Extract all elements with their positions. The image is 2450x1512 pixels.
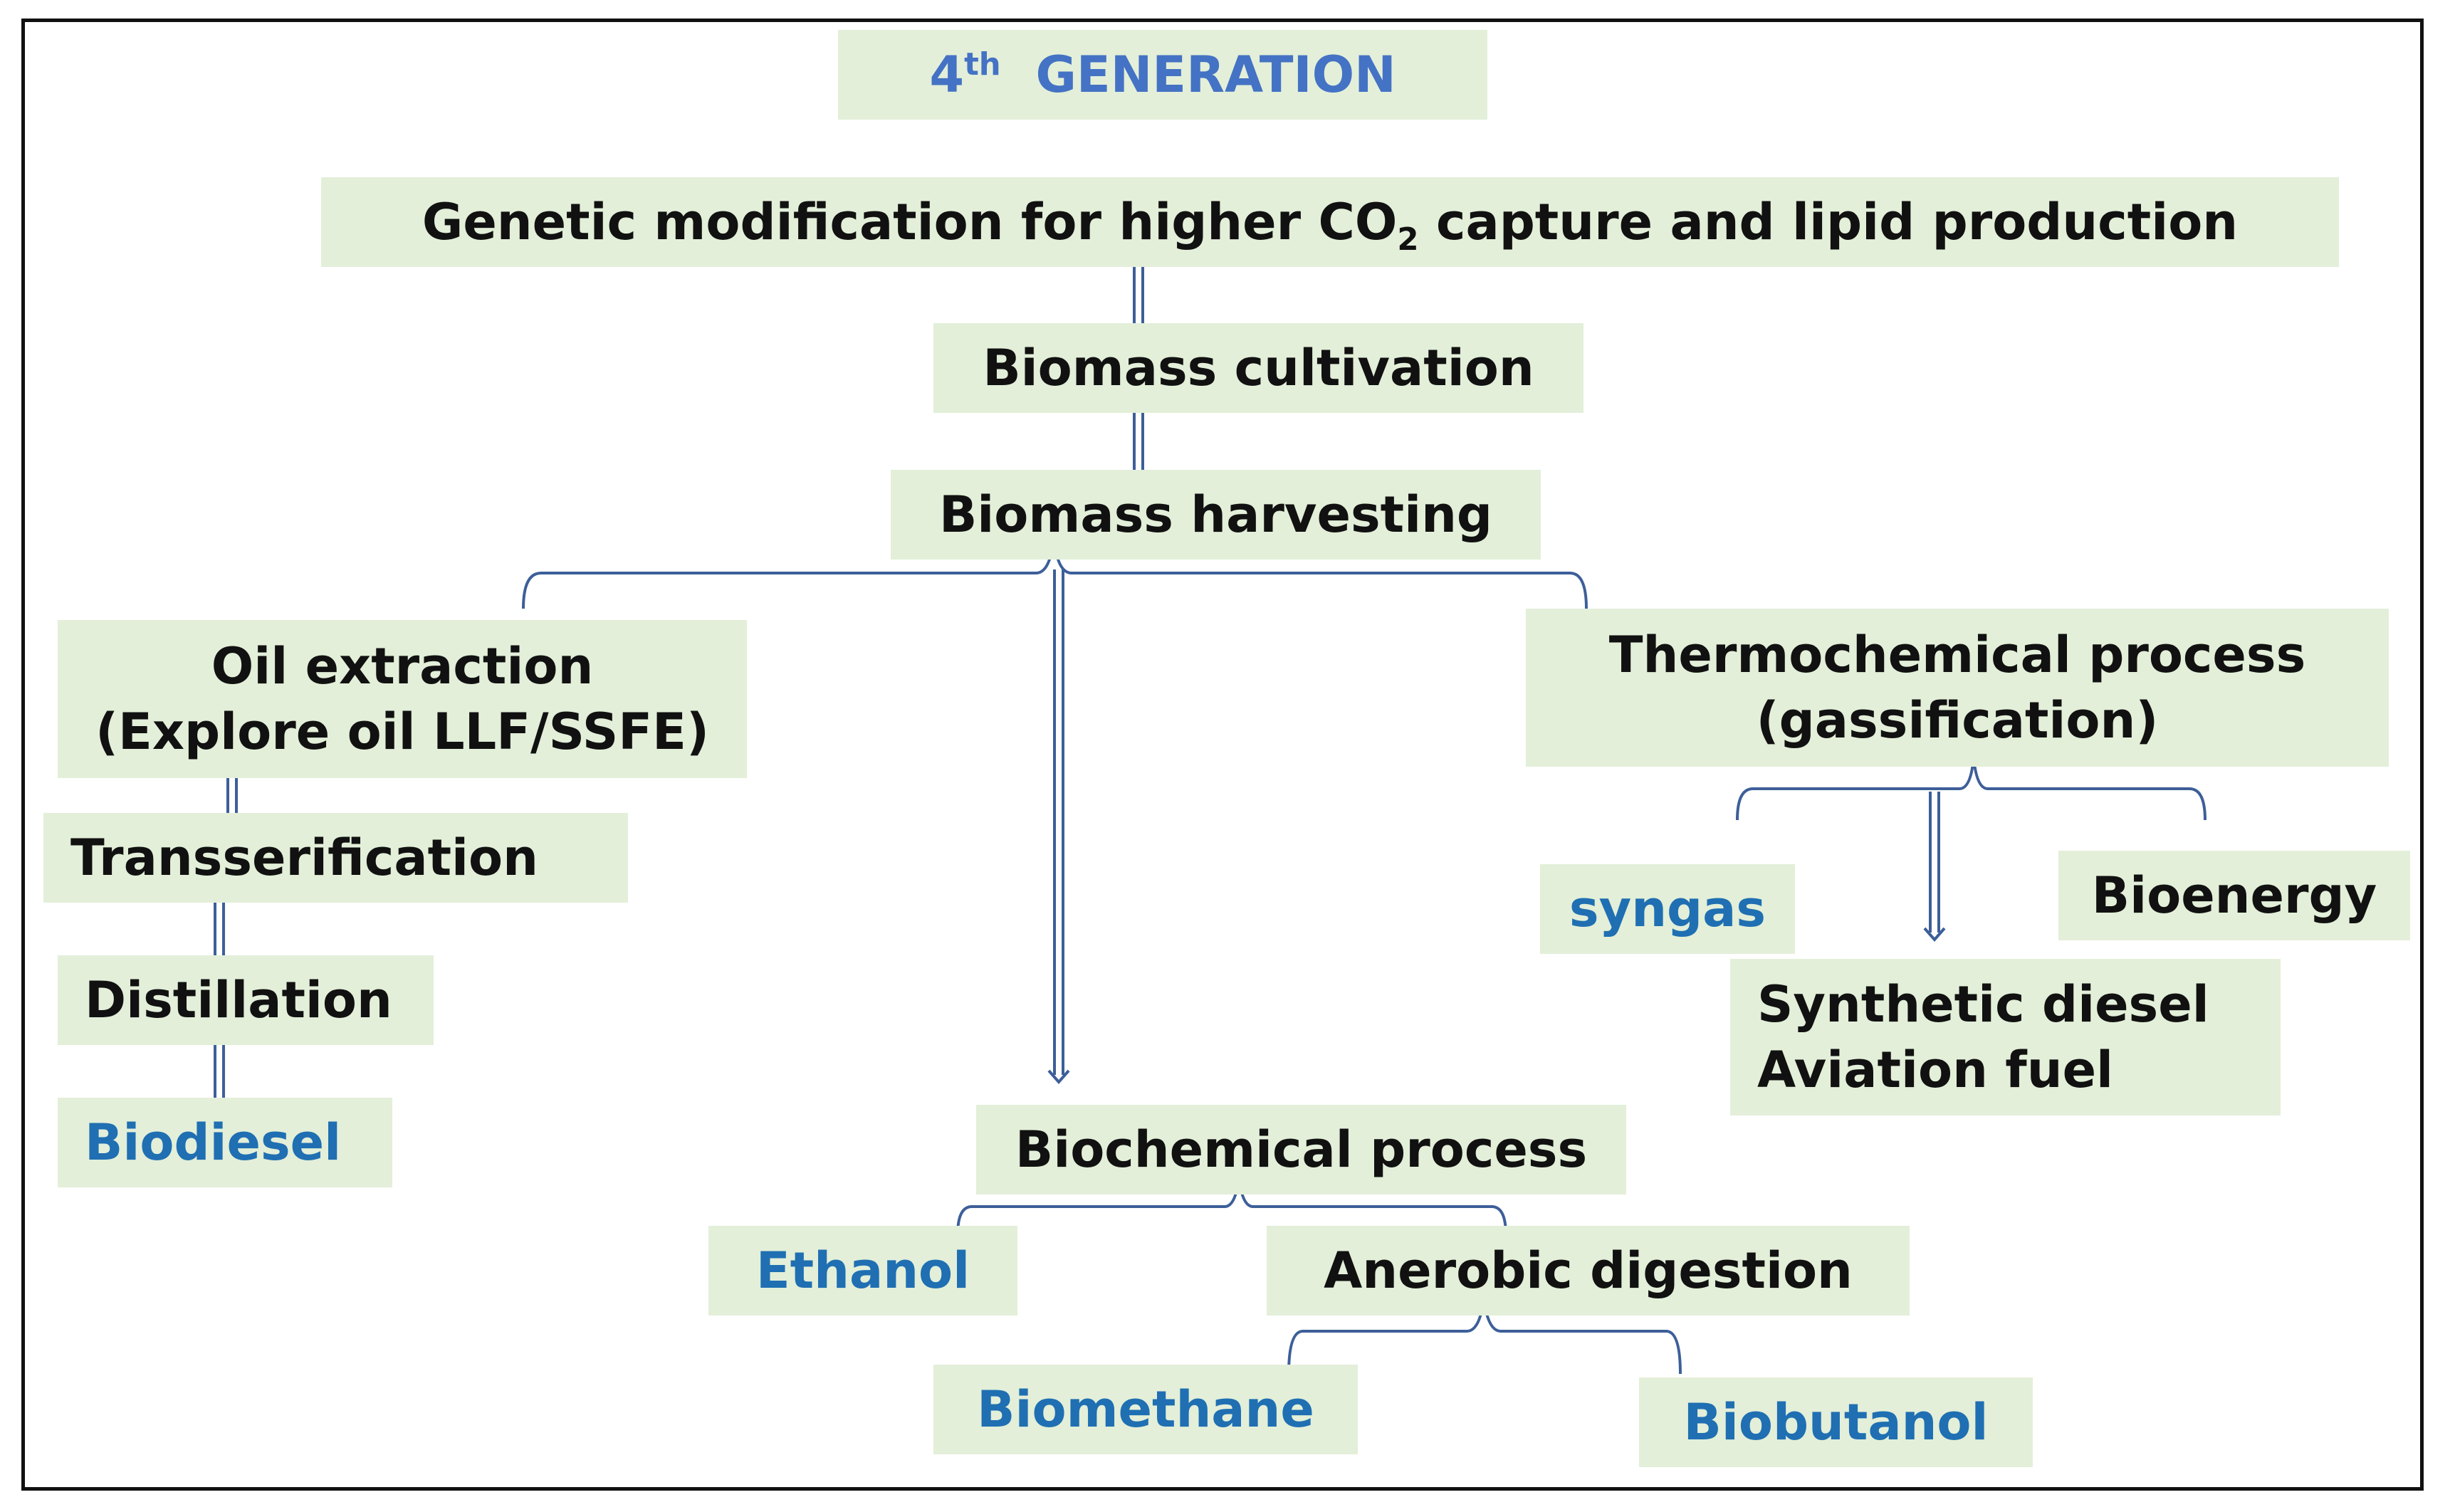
syngas-label: syngas — [1569, 879, 1766, 938]
biomass-cultivation-box: Biomass cultivation — [933, 323, 1583, 413]
biobutanol-label: Biobutanol — [1683, 1392, 1989, 1451]
title-number: 4 — [929, 45, 965, 104]
genetic-text-end: capture and lipid production — [1418, 192, 2239, 251]
distillation-box: Distillation — [58, 955, 434, 1045]
distillation-label: Distillation — [85, 970, 392, 1029]
genetic-modification-box: Genetic modification for higher CO2 capt… — [321, 177, 2339, 267]
genetic-modification-label: Genetic modification for higher CO2 capt… — [422, 189, 2239, 258]
bioenergy-label: Bioenergy — [2091, 866, 2377, 925]
thermochemical-label: Thermochemical process — [1608, 625, 2306, 684]
title-box: 4th GENERATION — [838, 30, 1487, 120]
anaerobic-digestion-label: Anerobic digestion — [1324, 1241, 1853, 1300]
title-text: GENERATION — [1035, 45, 1396, 104]
arrow-harvesting-to-biochemical — [1047, 569, 1070, 1085]
biochemical-process-label: Biochemical process — [1015, 1120, 1588, 1179]
title-superscript: th — [964, 46, 1001, 83]
generation-title: 4th GENERATION — [929, 42, 1396, 107]
thermochemical-box: Thermochemical process (gassification) — [1526, 609, 2389, 767]
biodiesel-label: Biodiesel — [85, 1113, 342, 1172]
biomethane-label: Biomethane — [977, 1380, 1314, 1439]
anaerobic-digestion-box: Anerobic digestion — [1267, 1226, 1910, 1316]
biodiesel-box: Biodiesel — [58, 1098, 392, 1187]
oil-extraction-box: Oil extraction (Explore oil LLF/SSFE) — [58, 620, 747, 778]
gassification-label: (gassification) — [1756, 691, 2159, 750]
ethanol-box: Ethanol — [708, 1226, 1017, 1316]
diagram-frame — [21, 19, 2424, 1491]
arrow-thermochemical-to-synthetic — [1923, 792, 1946, 943]
aviation-fuel-label: Aviation fuel — [1757, 1041, 2114, 1099]
biobutanol-box: Biobutanol — [1639, 1377, 2033, 1467]
transserification-box: Transserification — [43, 813, 628, 903]
ethanol-label: Ethanol — [755, 1241, 970, 1300]
transserification-label: Transserification — [70, 828, 538, 887]
biomass-harvesting-label: Biomass harvesting — [938, 485, 1493, 544]
biomethane-box: Biomethane — [933, 1365, 1358, 1454]
syngas-box: syngas — [1540, 864, 1795, 954]
brace-thermochemical — [1736, 757, 2206, 821]
synthetic-diesel-label: Synthetic diesel — [1757, 975, 2209, 1034]
biomass-cultivation-label: Biomass cultivation — [983, 338, 1534, 397]
oil-extraction-method-label: (Explore oil LLF/SSFE) — [95, 703, 709, 761]
genetic-text-start: Genetic modification for higher CO — [422, 192, 1398, 251]
biochemical-process-box: Biochemical process — [976, 1105, 1626, 1195]
biomass-harvesting-box: Biomass harvesting — [891, 470, 1541, 560]
bioenergy-box: Bioenergy — [2058, 851, 2410, 940]
synthetic-fuels-box: Synthetic diesel Aviation fuel — [1730, 959, 2281, 1115]
co2-subscript: 2 — [1397, 221, 1419, 258]
oil-extraction-label: Oil extraction — [211, 636, 594, 695]
